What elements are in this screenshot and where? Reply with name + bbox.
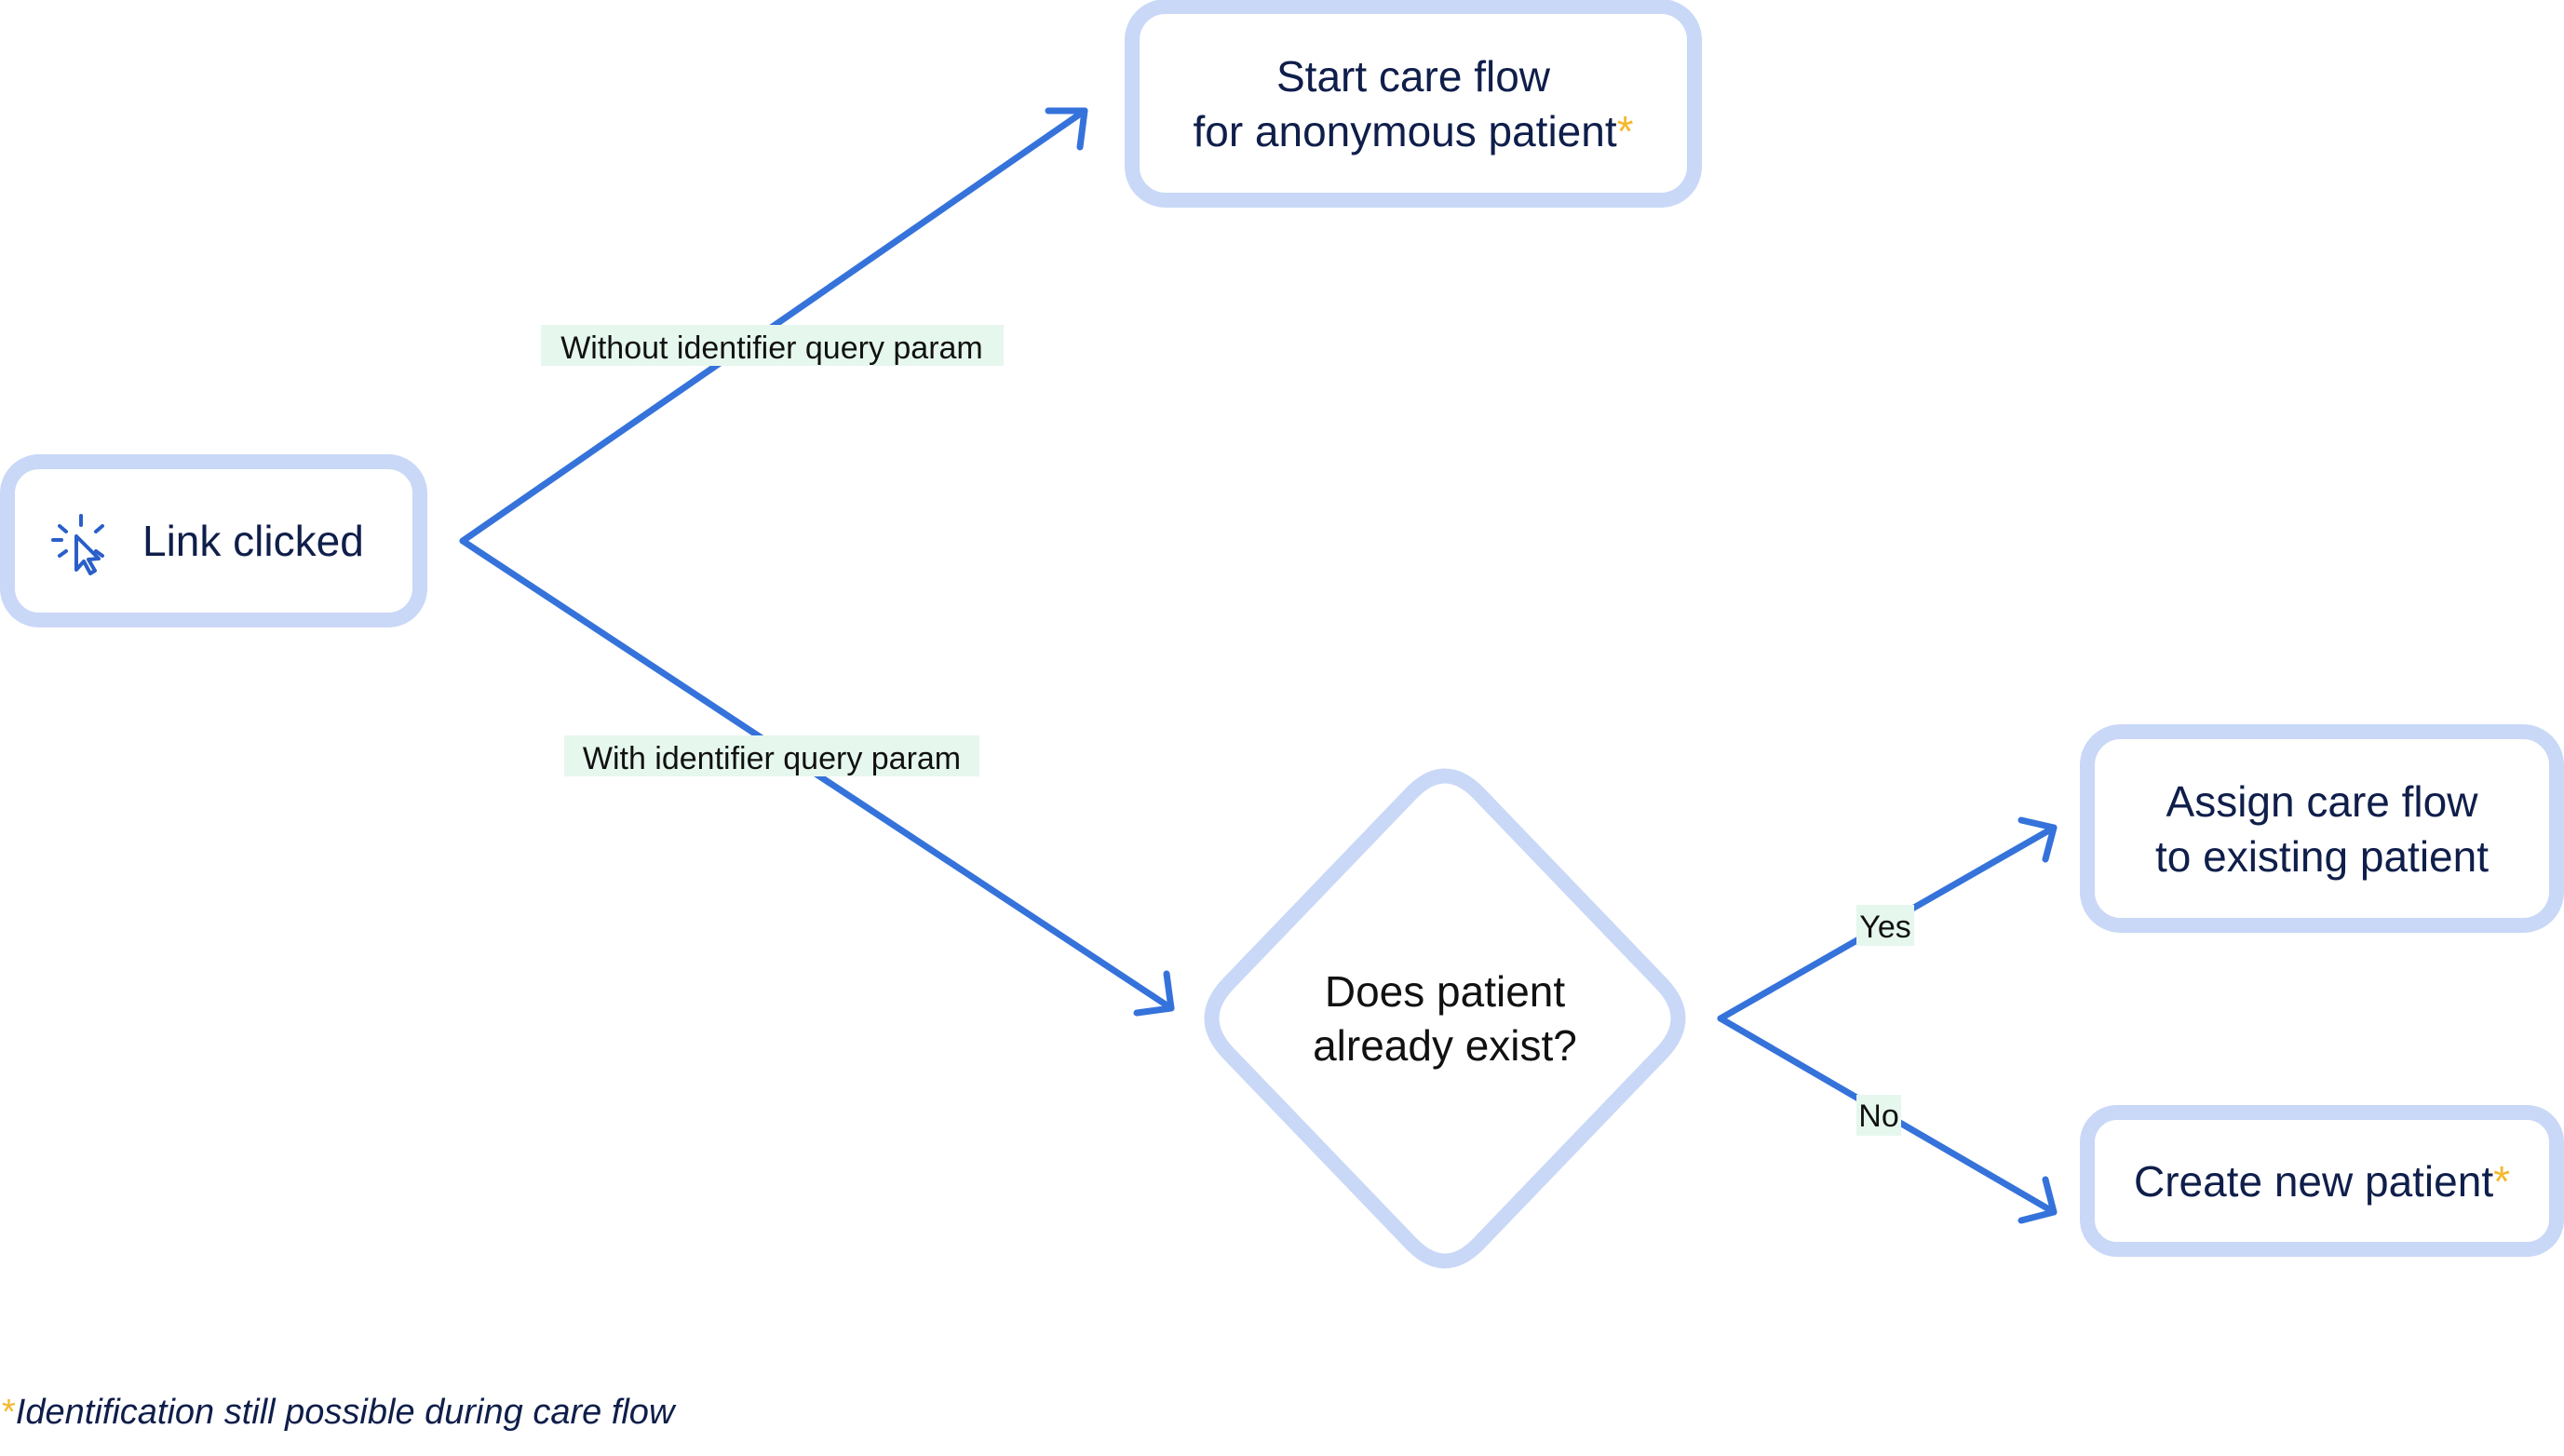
footnote-asterisk: *	[2, 1393, 16, 1432]
node-assign-existing: Assign care flow to existing patient	[2080, 724, 2564, 933]
node-create-new-label: Create new patient*	[2134, 1157, 2510, 1206]
node-start-anonymous-line1: Start care flow	[1276, 52, 1551, 101]
asterisk-marker: *	[1617, 107, 1634, 155]
node-create-new-label-text: Create new patient	[2134, 1157, 2493, 1206]
asterisk-marker: *	[2493, 1157, 2510, 1206]
footnote-text: Identification still possible during car…	[15, 1393, 675, 1432]
footnote: *Identification still possible during ca…	[2, 1393, 674, 1433]
node-assign-existing-line2: to existing patient	[2155, 832, 2489, 881]
edge-label-text: Without identifier query param	[560, 330, 983, 366]
node-link-clicked: Link clicked	[0, 454, 427, 627]
edge-label-yes: Yes	[1856, 905, 1914, 946]
edge-label-text: No	[1858, 1099, 1898, 1134]
edge-label-text: With identifier query param	[583, 741, 961, 776]
edge-label-no: No	[1856, 1095, 1901, 1136]
node-start-anonymous-line2-text: for anonymous patient	[1193, 107, 1616, 155]
node-start-anonymous-line2: for anonymous patient*	[1193, 107, 1633, 155]
node-assign-existing-line1: Assign care flow	[2166, 777, 2479, 826]
cursor-click-icon	[51, 514, 104, 575]
node-patient-exists-line2: already exist?	[1313, 1021, 1577, 1070]
arrowhead-icon	[2017, 1176, 2058, 1224]
arrowhead-icon	[1133, 970, 1175, 1017]
node-start-anonymous: Start care flow for anonymous patient*	[1125, 0, 1702, 208]
node-patient-exists-line1: Does patient	[1325, 967, 1565, 1016]
edge-label-without-identifier: Without identifier query param	[541, 325, 1004, 366]
node-patient-exists: Does patient already exist?	[1204, 768, 1686, 1269]
node-create-new: Create new patient*	[2080, 1105, 2564, 1257]
edge-label-text: Yes	[1859, 910, 1910, 945]
arrowhead-icon	[2017, 816, 2058, 863]
arrowhead-icon	[1045, 107, 1088, 151]
edge-with-identifier	[459, 537, 1175, 1017]
node-link-clicked-label: Link clicked	[142, 517, 364, 565]
edge-label-with-identifier: With identifier query param	[564, 735, 979, 776]
